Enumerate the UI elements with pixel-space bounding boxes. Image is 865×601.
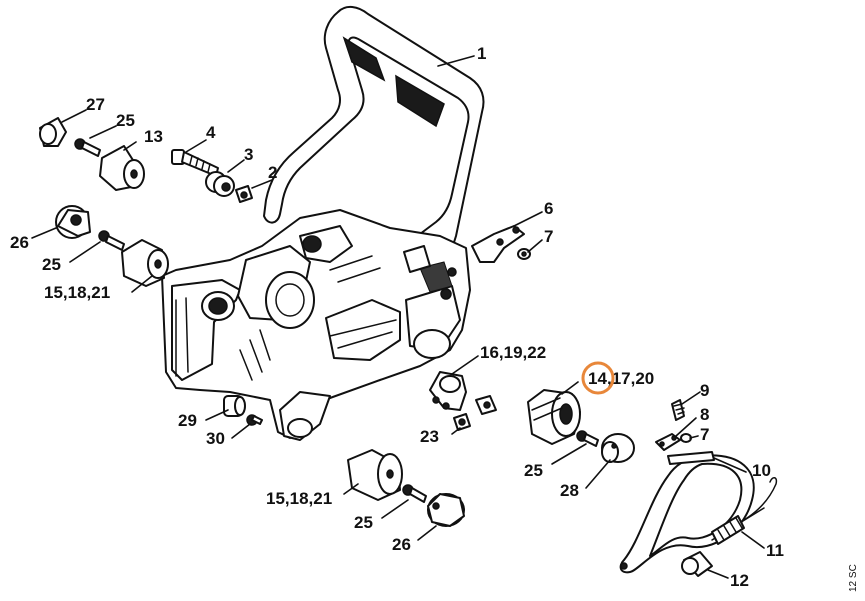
- label-25-bottom: 25: [354, 513, 373, 532]
- buffer-part-15-left[interactable]: [121, 239, 169, 287]
- bracket-part-6[interactable]: [471, 225, 525, 263]
- spacer-part-3[interactable]: [205, 171, 235, 197]
- screw-part-25-top[interactable]: [74, 138, 101, 157]
- screw-part-25-bottom[interactable]: [402, 484, 427, 503]
- spring-part-11[interactable]: [711, 477, 778, 545]
- brake-band-part-10[interactable]: [619, 451, 755, 574]
- label-25-left: 25: [42, 255, 61, 274]
- label-25-right: 25: [524, 461, 543, 480]
- drawing-code: 12 SC: [848, 564, 859, 592]
- handle-bar-part[interactable]: [263, 6, 485, 285]
- label-27: 27: [86, 95, 105, 114]
- label-29: 29: [178, 411, 197, 430]
- pin-part-9[interactable]: [671, 399, 685, 421]
- label-26-left: 26: [10, 233, 29, 252]
- part-labels: 1 4 3 2 27 25 13 26 25 15,18,21 6 7 16,1…: [10, 44, 784, 590]
- label-3: 3: [244, 145, 253, 164]
- link-part-8[interactable]: [655, 433, 681, 451]
- cap-part-28[interactable]: [601, 433, 635, 463]
- label-15-bottom: 15,18,21: [266, 489, 332, 508]
- buffer-part-13[interactable]: [99, 145, 145, 191]
- screw-part-25-right[interactable]: [576, 430, 599, 447]
- nut-part-2[interactable]: [235, 185, 253, 203]
- washer-part-7-top[interactable]: [517, 248, 531, 260]
- label-8: 8: [700, 405, 709, 424]
- sleeve-part-29[interactable]: [223, 395, 246, 417]
- label-14: 14: [588, 369, 607, 388]
- label-13: 13: [144, 127, 163, 146]
- buffer-part-26-left[interactable]: [55, 205, 91, 239]
- label-16: 16,19,22: [480, 343, 546, 362]
- label-7-top: 7: [544, 227, 553, 246]
- label-7-bottom: 7: [700, 425, 709, 444]
- label-15-left: 15,18,21: [44, 283, 110, 302]
- screw-part-23[interactable]: [453, 413, 471, 431]
- screw-part-25-left[interactable]: [98, 230, 125, 251]
- sleeve-part-12[interactable]: [681, 551, 713, 577]
- screw-part-30[interactable]: [246, 414, 263, 426]
- label-6: 6: [544, 199, 553, 218]
- label-10: 10: [752, 461, 771, 480]
- screw-part-16-bolt[interactable]: [475, 395, 497, 415]
- label-9: 9: [700, 381, 709, 400]
- label-25-top: 25: [116, 111, 135, 130]
- label-12: 12: [730, 571, 749, 590]
- label-30: 30: [206, 429, 225, 448]
- label-23: 23: [420, 427, 439, 446]
- engine-housing: [161, 209, 471, 441]
- label-28: 28: [560, 481, 579, 500]
- label-26-bottom: 26: [392, 535, 411, 554]
- mount-part-16[interactable]: [429, 371, 467, 411]
- cap-part-27[interactable]: [39, 117, 67, 147]
- buffer-part-15-bottom[interactable]: [347, 449, 403, 501]
- label-2: 2: [268, 163, 277, 182]
- label-4: 4: [206, 123, 216, 142]
- bolt-part-4[interactable]: [171, 149, 219, 177]
- buffer-part-14[interactable]: [527, 389, 581, 445]
- label-1: 1: [477, 44, 486, 63]
- label-11: 11: [766, 541, 784, 560]
- buffer-part-26-bottom[interactable]: [427, 493, 465, 527]
- leader-lines: [31, 55, 765, 579]
- highlight-circle: [581, 361, 615, 395]
- label-14-rest: ,17,20: [607, 369, 654, 388]
